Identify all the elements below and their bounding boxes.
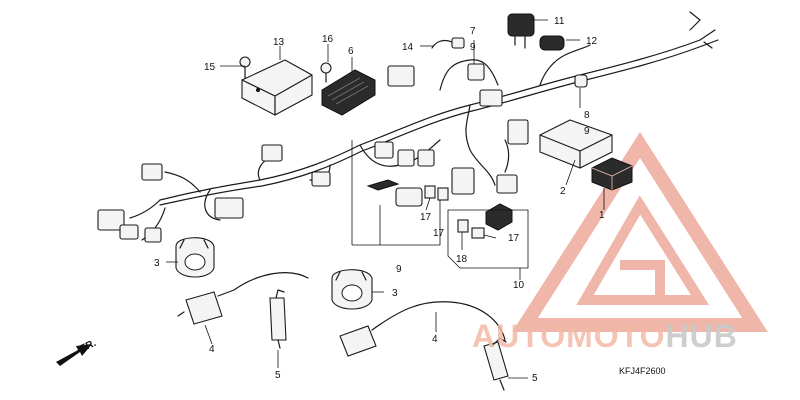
part-2-control-unit (539, 119, 613, 169)
callout-6: 6 (348, 46, 354, 57)
callout-14: 14 (402, 42, 414, 53)
callout-15: 15 (204, 62, 216, 73)
callout-17-a: 17 (420, 212, 432, 223)
part-16-bolt (320, 62, 332, 83)
callout-4-left: 4 (209, 344, 215, 355)
watermark-wordmark: AUTOMOTOHUB (472, 318, 738, 354)
callout-12: 12 (586, 36, 598, 47)
callout-8: 8 (584, 110, 590, 121)
svg-text:AUTOMOTOHUB: AUTOMOTOHUB (472, 318, 738, 354)
part-3-holder-right (331, 269, 373, 310)
callout-18: 18 (456, 254, 468, 265)
watermark-part1: AUTOMOTO (472, 318, 665, 354)
callouts: 1 2 3 3 4 4 5 5 6 7 8 9 9 9 10 11 12 13 … (154, 16, 605, 384)
callout-16: 16 (322, 34, 334, 45)
callout-5-right: 5 (532, 373, 538, 384)
watermark-logo (512, 131, 768, 332)
part-15-bolt (239, 56, 251, 79)
callout-1: 1 (599, 210, 605, 221)
part-1-relay (591, 157, 633, 191)
direction-label: FR. (79, 338, 98, 355)
part-12-grommet (539, 35, 565, 51)
callout-9-right: 9 (584, 126, 590, 137)
callout-17-c: 17 (508, 233, 520, 244)
harness-connectors (97, 63, 529, 243)
callout-7: 7 (470, 26, 476, 37)
callout-3-left: 3 (154, 258, 160, 269)
callout-10: 10 (513, 280, 525, 291)
callout-9-top: 9 (470, 42, 476, 53)
part-4-coil-right (339, 301, 506, 357)
callout-4-right: 4 (432, 334, 438, 345)
part-11-connector-cap (507, 13, 535, 49)
figure-code: KFJ4F2600 (619, 366, 666, 376)
callout-17-b: 17 (433, 228, 445, 239)
callout-3-right: 3 (392, 288, 398, 299)
callout-13: 13 (273, 37, 285, 48)
part-8-clip (574, 74, 588, 88)
part-3-holder-left (175, 237, 215, 278)
part-4-coil-left (177, 272, 309, 325)
part-13-module (241, 59, 313, 116)
callout-9-bottom: 9 (396, 264, 402, 275)
callout-2: 2 (560, 186, 566, 197)
watermark-part2: HUB (665, 318, 737, 354)
part-5-plug-cap-left (269, 289, 287, 349)
fuse-group (366, 179, 529, 269)
leader-lines (166, 19, 605, 379)
part-14-clamp (431, 37, 465, 49)
part-5-plug-cap-right (483, 337, 509, 391)
callout-11: 11 (554, 16, 565, 27)
callout-5-left: 5 (275, 370, 281, 381)
front-direction-arrow (56, 344, 92, 366)
part-6-regulator (321, 69, 376, 116)
